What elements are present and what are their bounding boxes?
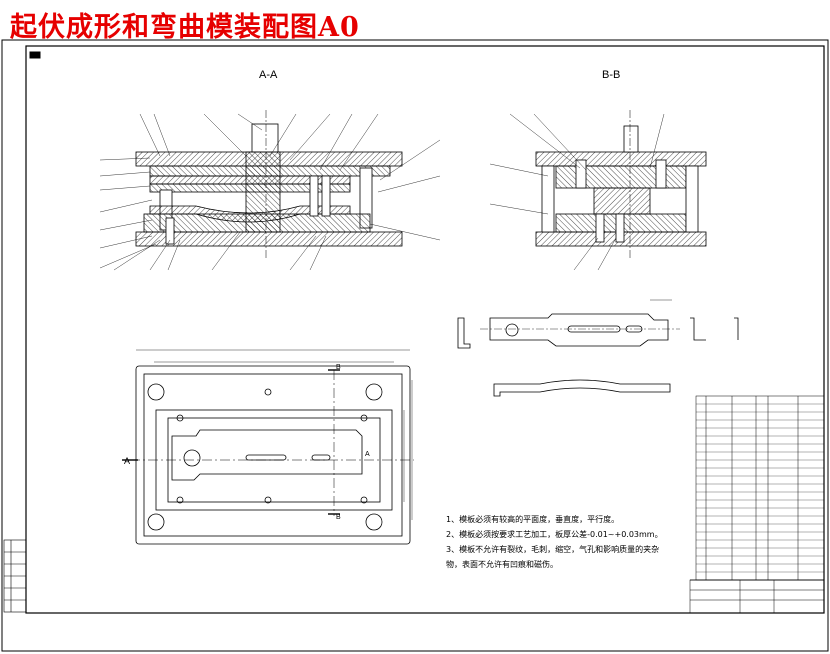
- note-item: 物，表面不允许有凹痕和磁伤。: [446, 560, 558, 569]
- section-aa-label: A-A: [259, 69, 278, 81]
- side-revision-table: [3, 539, 27, 613]
- drawing-title: 起伏成形和弯曲模装配图A0: [10, 12, 360, 43]
- bom-rows: [696, 403, 824, 573]
- cut-label-b-top: B: [336, 364, 341, 371]
- title-block: [689, 395, 825, 614]
- sheet-border: [1, 39, 829, 652]
- section-bb-view: [489, 110, 707, 271]
- note-item: 1、模板必须有较高的平面度，垂直度，平行度。: [446, 515, 620, 524]
- cut-label-a-left: A: [124, 456, 131, 466]
- section-aa-view: [99, 110, 441, 271]
- note-item: 2、模板必须按要求工艺加工，板厚公差-0.01~+0.03mm。: [446, 530, 663, 539]
- section-bb-label: B-B: [602, 69, 621, 81]
- plan-view: [122, 349, 414, 545]
- part-detail-views: [457, 299, 739, 397]
- note-item: 3、模板不允许有裂纹，毛刺，缩空，气孔和影响质量的夹杂: [446, 545, 660, 554]
- cut-label-a-right: A: [365, 451, 370, 458]
- technical-notes: 1、模板必须有较高的平面度，垂直度，平行度。 2、模板必须按要求工艺加工，板厚公…: [446, 512, 663, 572]
- cut-label-b-bottom: B: [336, 514, 341, 521]
